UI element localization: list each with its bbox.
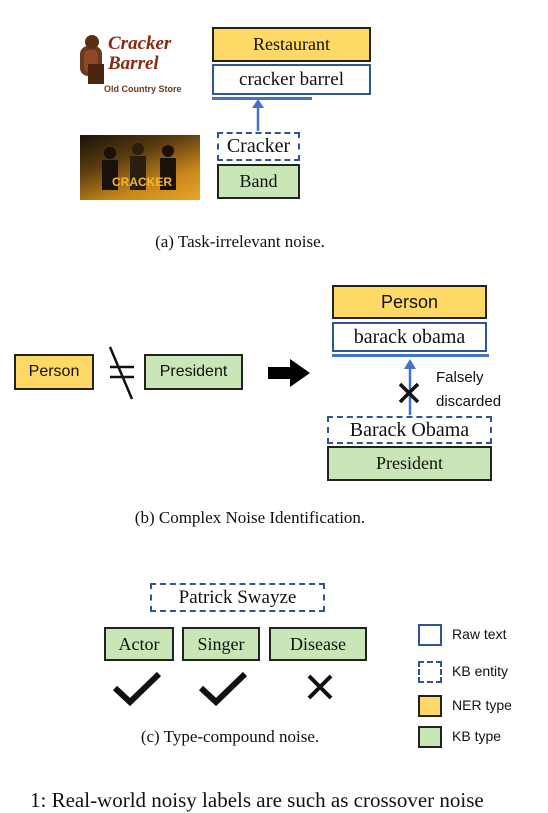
left-kb-president: President — [144, 354, 243, 390]
check-icon-singer — [198, 671, 248, 707]
band-photo-text: CRACKER — [112, 175, 172, 189]
check-icon-actor — [112, 671, 162, 707]
underline-bar-a — [212, 97, 312, 100]
right-arrow-icon — [268, 359, 310, 387]
legend-swatch-kb-entity — [418, 661, 442, 683]
cracker-barrel-logo-text: Cracker Barrel — [108, 33, 172, 74]
raw-text-cracker-barrel: cracker barrel — [212, 64, 371, 95]
legend-label-kb-type: KB type — [452, 728, 502, 744]
cracker-barrel-logo: Cracker Barrel Old Country Store — [78, 28, 194, 98]
cross-icon-b — [398, 382, 420, 404]
cracker-barrel-logo-graphic — [80, 35, 104, 84]
legend-swatch-raw-text — [418, 624, 442, 646]
ner-type-person: Person — [332, 285, 487, 319]
kb-entity-barack-obama: Barack Obama — [327, 416, 492, 444]
legend-label-raw-text: Raw text — [452, 626, 507, 642]
caption-a: (a) Task-irrelevant noise. — [155, 232, 325, 251]
kb-type-actor: Actor — [104, 627, 174, 661]
falsely-discarded-annotation: Falsely discarded — [436, 369, 502, 410]
kb-type-president: President — [327, 446, 492, 481]
kb-entity-patrick-swayze: Patrick Swayze — [150, 583, 325, 612]
band-photo: CRACKER — [80, 135, 200, 200]
caption-b: (b) Complex Noise Identification. — [134, 508, 366, 527]
up-arrow-a — [252, 99, 264, 131]
band-photo-figures — [102, 143, 176, 190]
kb-type-band: Band — [217, 164, 300, 199]
ner-type-restaurant: Restaurant — [212, 27, 371, 62]
underline-bar-b — [332, 354, 489, 357]
legend-swatch-ner-type — [418, 695, 442, 717]
kb-entity-cracker: Cracker — [217, 132, 300, 161]
kb-type-disease: Disease — [269, 627, 367, 661]
kb-type-singer: Singer — [182, 627, 260, 661]
cracker-barrel-logo-subtext: Old Country Store — [104, 84, 182, 94]
legend-label-ner-type: NER type — [452, 697, 512, 713]
legend-label-kb-entity: KB entity — [452, 663, 509, 679]
raw-text-barack-obama: barack obama — [332, 322, 487, 352]
caption-c: (c) Type-compound noise. — [140, 727, 320, 746]
legend-swatch-kb-type — [418, 726, 442, 748]
left-ner-person: Person — [14, 354, 94, 390]
legend: Raw text KB entity NER type KB type — [418, 620, 538, 760]
not-equal-icon — [108, 346, 134, 400]
cross-icon-disease — [307, 674, 333, 700]
